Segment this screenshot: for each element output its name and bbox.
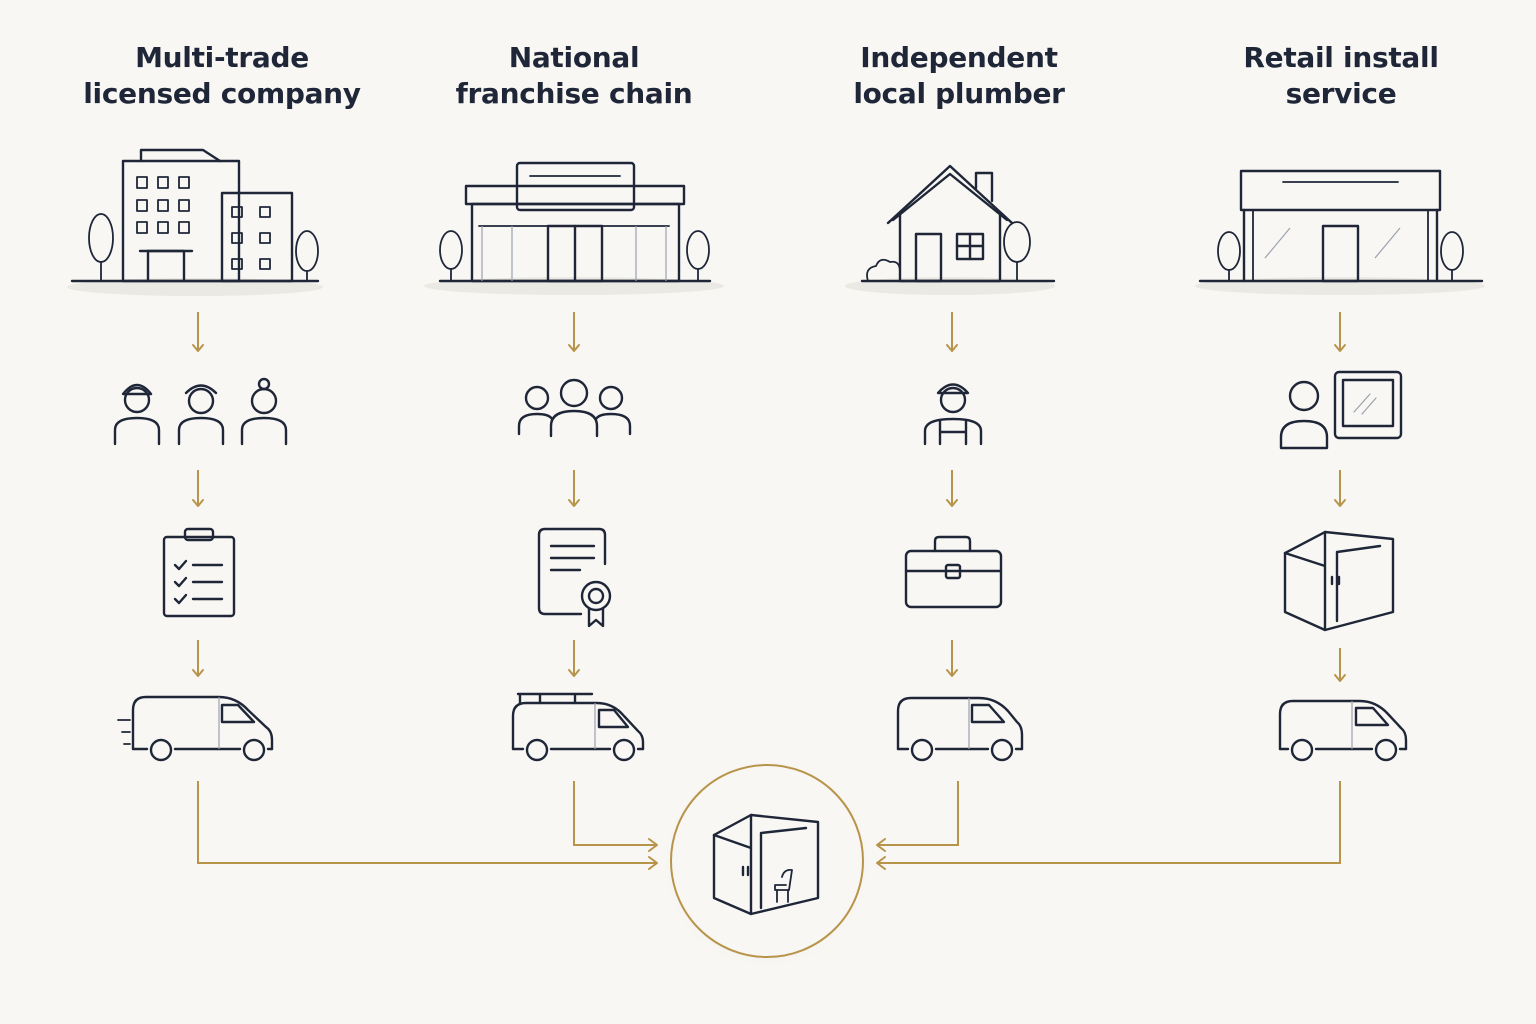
van-with-roof-rack-icon [511, 692, 645, 762]
arrow-col2-step1 [568, 312, 580, 352]
team-group-icon [517, 378, 632, 438]
column-title-independent-plumber: Independent local plumber [789, 40, 1129, 112]
retail-store-icon [1195, 169, 1485, 295]
connector-col3-to-center [876, 781, 959, 852]
service-van-icon [1278, 699, 1408, 762]
service-van-icon [896, 696, 1024, 762]
service-van-icon [117, 695, 274, 762]
house-icon [845, 164, 1056, 295]
column-title-national-franchise: National franchise chain [404, 40, 744, 112]
franchise-storefront-icon [424, 161, 724, 295]
title-line-2: franchise chain [455, 77, 693, 110]
office-building-icon [67, 148, 323, 296]
arrow-col4-step3 [1334, 648, 1346, 682]
title-line-1: Independent [860, 41, 1058, 74]
title-line-1: National [508, 41, 640, 74]
column-title-multi-trade: Multi-trade licensed company [52, 40, 392, 112]
arrow-col4-step2 [1334, 470, 1346, 507]
title-line-1: Multi-trade [135, 41, 309, 74]
arrow-col3-step3 [946, 640, 958, 677]
booth-with-chair-icon [712, 813, 820, 916]
certificate-icon [537, 527, 612, 628]
arrow-col3-step1 [946, 312, 958, 352]
title-line-2: local plumber [853, 77, 1065, 110]
booth-enclosure-icon [1283, 530, 1395, 632]
checklist-clipboard-icon [162, 527, 236, 618]
arrow-col1-step1 [192, 312, 204, 352]
arrow-col2-step3 [568, 640, 580, 677]
title-line-1: Retail install [1243, 41, 1439, 74]
column-title-retail-install: Retail install service [1171, 40, 1511, 112]
center-hub [661, 758, 873, 970]
title-line-2: licensed company [83, 77, 361, 110]
person-at-kiosk-icon [1279, 370, 1403, 450]
arrow-col1-step3 [192, 640, 204, 677]
crew-of-three-workers-icon [113, 377, 288, 446]
connector-col4-to-center [876, 781, 1341, 870]
plumber-icon [923, 383, 983, 446]
title-line-2: service [1285, 77, 1397, 110]
toolbox-icon [904, 535, 1003, 609]
arrow-col1-step2 [192, 470, 204, 507]
arrow-col4-step1 [1334, 312, 1346, 352]
arrow-col3-step2 [946, 470, 958, 507]
connector-col1-to-center [197, 781, 658, 870]
connector-col2-to-center [573, 781, 658, 852]
arrow-col2-step2 [568, 470, 580, 507]
